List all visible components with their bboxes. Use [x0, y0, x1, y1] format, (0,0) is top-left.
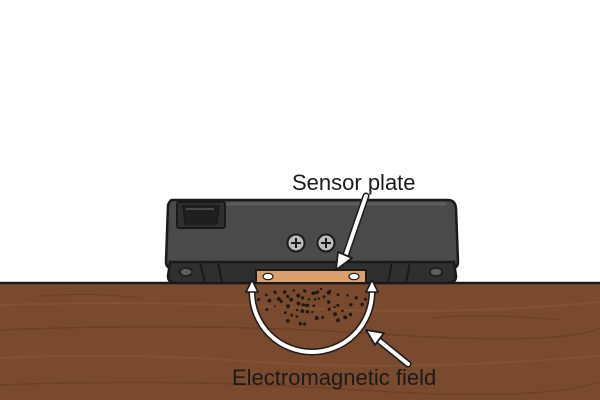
field-dot [322, 295, 326, 299]
field-dot [305, 303, 310, 308]
field-dot [303, 322, 307, 326]
wood-grain-line [0, 381, 600, 396]
field-dot [348, 312, 353, 317]
screw-icon [286, 233, 306, 253]
field-dot [333, 305, 336, 309]
field-dot [301, 296, 305, 300]
field-dot [346, 293, 349, 297]
electromagnetic-field-label: Electromagnetic field [232, 365, 436, 390]
mounting-hole [429, 267, 443, 277]
field-arc-arrow [245, 279, 379, 356]
field-dot [312, 304, 316, 308]
field-dot [328, 289, 332, 293]
power-switch [176, 201, 226, 229]
field-dot [305, 310, 310, 314]
field-dot [298, 321, 303, 326]
field-dot [336, 293, 340, 297]
field-dot [313, 297, 317, 301]
field-pointer-arrow [365, 329, 412, 368]
field-dot [333, 312, 337, 317]
field-dot [363, 297, 367, 301]
field-dot [327, 300, 331, 304]
electromagnetic-field-dots [257, 287, 367, 326]
field-dot [311, 310, 314, 314]
field-dot [336, 318, 340, 323]
field-dot [341, 309, 344, 313]
field-dot [295, 308, 299, 312]
field-dot [314, 316, 319, 320]
field-dot [295, 315, 299, 318]
field-dot [296, 301, 301, 306]
sensor-plate-label: Sensor plate [292, 170, 416, 195]
field-dot [283, 311, 287, 315]
field-dot [292, 289, 296, 292]
field-dot [354, 296, 358, 300]
field-dot [360, 302, 364, 307]
field-dot [286, 304, 290, 309]
field-dot [349, 303, 353, 307]
base-separator [387, 261, 393, 284]
stud-detector-device [164, 198, 460, 285]
field-dot [311, 291, 315, 296]
field-dot [316, 290, 320, 294]
base-separator [217, 261, 223, 284]
field-dot [319, 287, 323, 291]
field-dot [264, 293, 268, 297]
wood-grain-line [0, 301, 600, 312]
wood-grain-line [429, 315, 561, 321]
screw-icon [316, 233, 336, 253]
field-dot [277, 297, 281, 301]
field-dot [302, 289, 306, 292]
field-dot [336, 303, 340, 307]
field-dot [286, 295, 290, 299]
field-dot [279, 299, 283, 304]
base-separator [199, 261, 206, 284]
field-dot [285, 319, 290, 323]
mounting-hole [179, 267, 193, 277]
wood-grain-line [0, 354, 600, 367]
sensor-plate [255, 269, 367, 284]
field-dot [317, 297, 321, 300]
field-dot [282, 290, 287, 294]
field-dot [307, 298, 311, 301]
field-dot [289, 297, 294, 302]
field-dot [321, 315, 325, 319]
field-dot [290, 313, 294, 317]
field-dot [273, 290, 277, 295]
field-dot [257, 297, 261, 302]
field-dot [343, 315, 348, 320]
field-dot [300, 309, 305, 313]
field-dot [265, 308, 269, 312]
base-separator [405, 261, 411, 284]
field-dot [267, 298, 272, 303]
field-dot [296, 293, 300, 297]
field-dot [273, 305, 276, 308]
wood-grain-line [39, 293, 141, 299]
field-dot [303, 303, 306, 307]
sensor-plate-pointer-arrow [335, 192, 370, 271]
field-dot [327, 307, 331, 311]
